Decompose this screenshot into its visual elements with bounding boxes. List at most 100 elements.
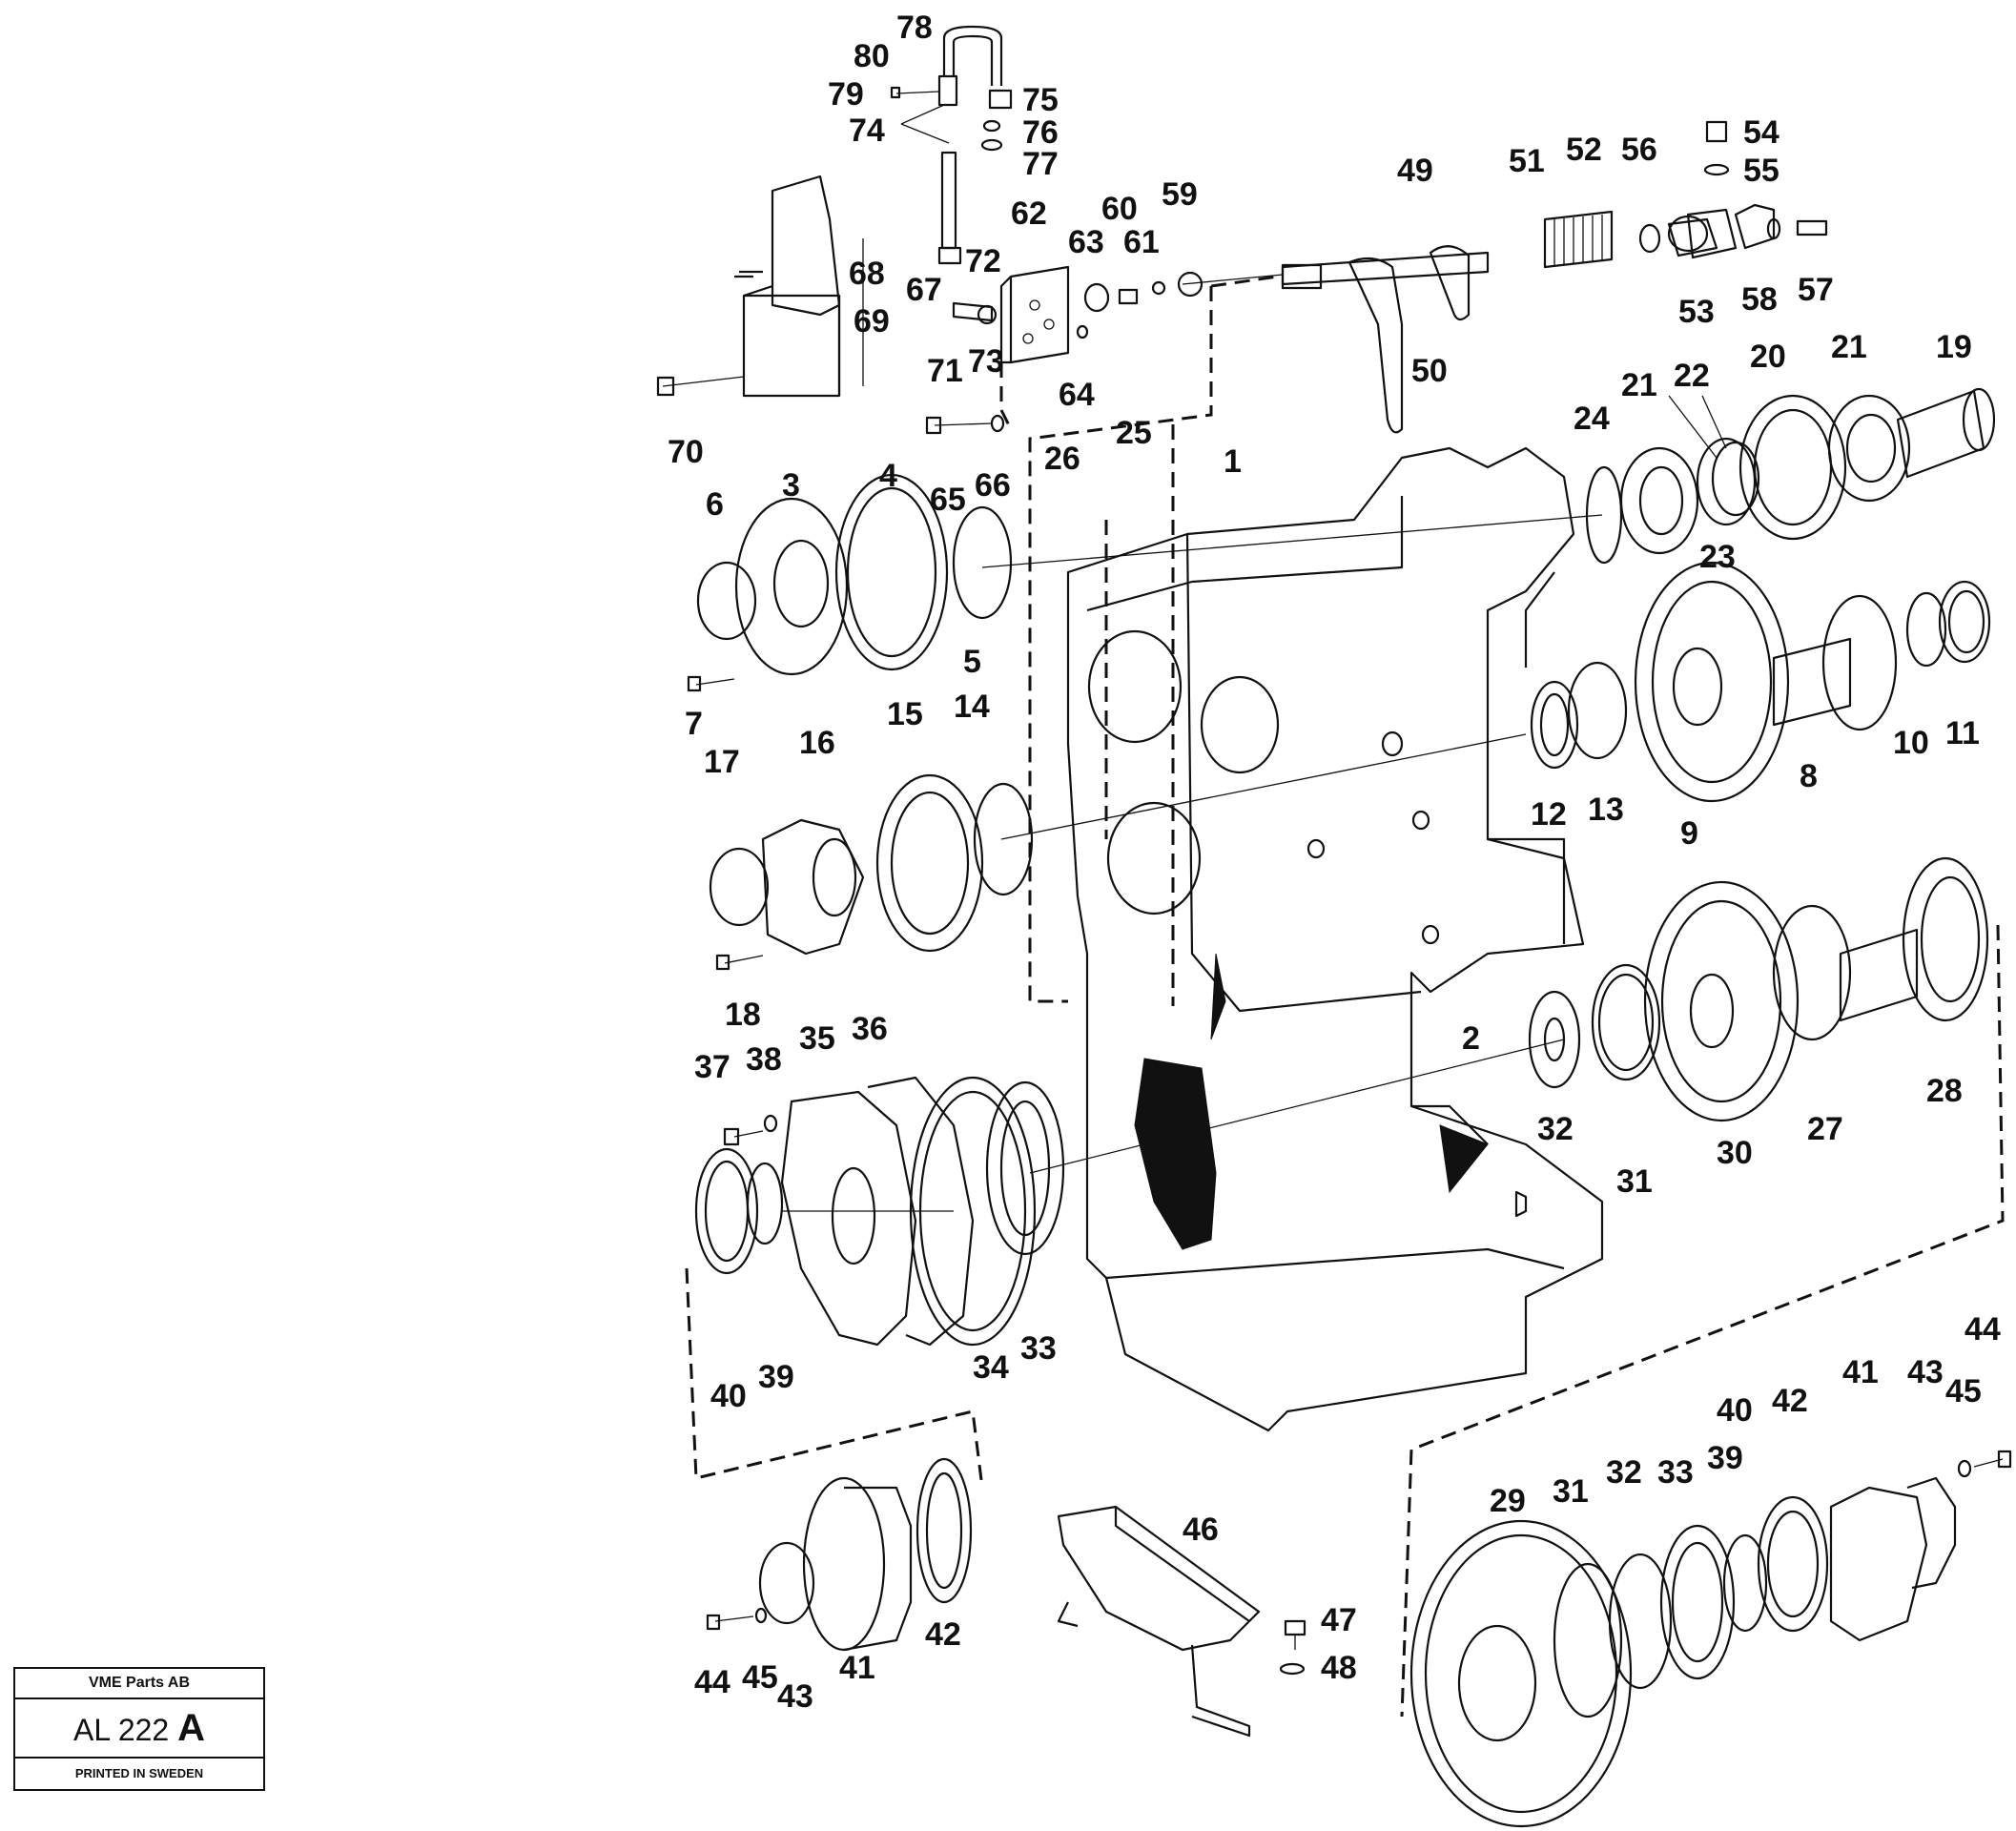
- callout-9: 9: [1680, 815, 1698, 852]
- callout-36: 36: [852, 1011, 888, 1047]
- callout-45a: 45: [742, 1659, 778, 1696]
- drawing-code-suffix: A: [177, 1707, 205, 1749]
- callout-16: 16: [799, 725, 835, 761]
- drawing-code: AL 222 A: [15, 1699, 263, 1757]
- callout-17: 17: [704, 744, 740, 780]
- callout-2: 2: [1462, 1020, 1480, 1057]
- axis-lines: [782, 274, 1603, 1212]
- callout-40a: 40: [710, 1378, 747, 1414]
- callout-40b: 40: [1717, 1392, 1753, 1429]
- callout-42a: 42: [925, 1616, 961, 1653]
- callout-56: 56: [1621, 132, 1657, 168]
- callout-66: 66: [975, 467, 1011, 504]
- callout-59: 59: [1162, 176, 1198, 213]
- callout-73: 73: [968, 343, 1004, 380]
- pipe-assembly: [890, 25, 1013, 265]
- middle-cover-assembly: [709, 773, 1034, 971]
- callout-48: 48: [1321, 1650, 1357, 1686]
- callout-20: 20: [1750, 339, 1786, 375]
- printed-note: PRINTED IN SWEDEN: [15, 1757, 263, 1789]
- callout-60: 60: [1101, 191, 1138, 227]
- upper-shaft-assembly: [1585, 387, 1996, 565]
- breather-box-assembly: [656, 175, 841, 398]
- callout-26: 26: [1044, 441, 1080, 477]
- upper-cover-assembly: [687, 473, 1013, 692]
- callout-18: 18: [725, 997, 761, 1033]
- callout-1: 1: [1224, 443, 1242, 480]
- callout-10: 10: [1893, 725, 1929, 761]
- callout-28: 28: [1926, 1073, 1963, 1109]
- output-shaft-assembly: [1409, 1450, 2012, 1828]
- callout-15: 15: [887, 696, 923, 732]
- callout-55: 55: [1743, 153, 1779, 189]
- callout-43b: 43: [1907, 1354, 1944, 1390]
- callout-72: 72: [965, 243, 1001, 279]
- callout-44a: 44: [694, 1664, 730, 1700]
- callout-64: 64: [1059, 377, 1095, 413]
- callout-43a: 43: [777, 1678, 813, 1715]
- callout-8: 8: [1800, 758, 1818, 794]
- callout-29: 29: [1490, 1483, 1526, 1519]
- valve-block: [925, 265, 1203, 435]
- callout-3: 3: [782, 467, 800, 504]
- middle-shaft-assembly: [1530, 561, 1991, 803]
- callout-31a: 31: [1616, 1163, 1653, 1200]
- callout-80: 80: [854, 38, 890, 74]
- callout-39b: 39: [1707, 1440, 1743, 1476]
- selector-fork-assembly: [1281, 120, 1828, 434]
- lower-shaft-assembly: [1528, 856, 1989, 1122]
- callout-45b: 45: [1945, 1373, 1982, 1409]
- callout-38: 38: [746, 1041, 782, 1078]
- callout-21b: 21: [1621, 367, 1657, 403]
- callout-71: 71: [927, 353, 963, 389]
- callout-4: 4: [879, 458, 897, 494]
- callout-50: 50: [1411, 353, 1448, 389]
- callout-14: 14: [954, 689, 990, 725]
- callout-21a: 21: [1831, 329, 1867, 365]
- callout-68: 68: [849, 256, 885, 292]
- callout-54: 54: [1743, 114, 1779, 151]
- callout-11: 11: [1945, 715, 1980, 751]
- callout-24: 24: [1574, 401, 1610, 437]
- callout-19: 19: [1936, 329, 1972, 365]
- callout-46: 46: [1183, 1512, 1219, 1548]
- drawing-code-number: AL 222: [72, 1713, 170, 1747]
- callout-13: 13: [1588, 792, 1624, 828]
- callout-41b: 41: [1842, 1354, 1879, 1390]
- drawing-id-plate: VME Parts AB AL 222 A PRINTED IN SWEDEN: [13, 1667, 265, 1791]
- callout-78: 78: [896, 10, 933, 46]
- callout-6: 6: [706, 486, 724, 523]
- callout-42b: 42: [1772, 1383, 1808, 1419]
- oil-tray: [1057, 1505, 1306, 1738]
- callout-53: 53: [1678, 294, 1715, 330]
- callout-32a: 32: [1537, 1111, 1574, 1147]
- callout-63: 63: [1068, 224, 1104, 260]
- callout-65: 65: [930, 482, 966, 518]
- callout-44b: 44: [1965, 1311, 2001, 1348]
- callout-32b: 32: [1606, 1454, 1642, 1491]
- callout-22: 22: [1674, 358, 1710, 394]
- callout-34: 34: [973, 1349, 1009, 1386]
- callout-25: 25: [1116, 415, 1152, 451]
- dashed-guide-lines: [685, 275, 2005, 1718]
- callout-52: 52: [1566, 132, 1602, 168]
- callout-62: 62: [1011, 195, 1047, 232]
- callout-5: 5: [963, 644, 981, 680]
- callout-70: 70: [668, 434, 704, 470]
- callout-23: 23: [1699, 539, 1736, 575]
- callout-58: 58: [1741, 281, 1778, 318]
- callout-33b: 33: [1657, 1454, 1694, 1491]
- callout-49: 49: [1397, 153, 1433, 189]
- company-name: VME Parts AB: [15, 1669, 263, 1699]
- callout-30: 30: [1717, 1135, 1753, 1171]
- callout-67: 67: [906, 272, 942, 308]
- callout-27: 27: [1807, 1111, 1843, 1147]
- gearbox-housing: [1066, 446, 1604, 1432]
- callout-74: 74: [849, 113, 885, 149]
- callout-75: 75: [1022, 82, 1059, 118]
- callout-39a: 39: [758, 1359, 794, 1395]
- callout-35: 35: [799, 1020, 835, 1057]
- callout-69: 69: [854, 303, 890, 339]
- callout-79: 79: [828, 76, 864, 113]
